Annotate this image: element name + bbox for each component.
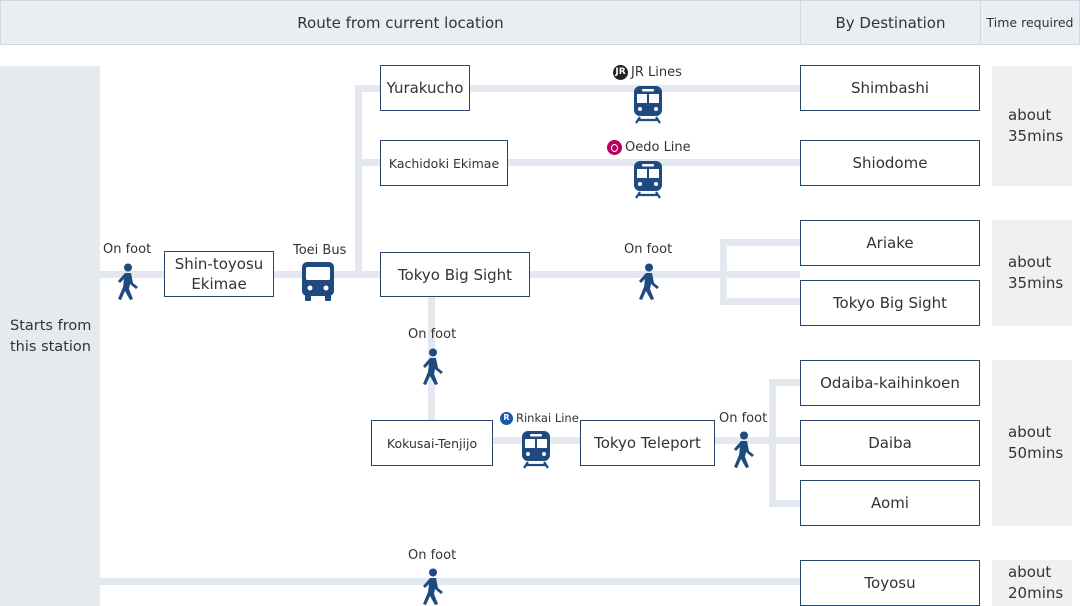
destination-toyosu: Toyosu [800, 560, 980, 606]
time-group-3: about 50mins [992, 360, 1072, 526]
station-name: Kokusai-Tenjijo [386, 435, 478, 451]
destination-daiba: Daiba [800, 420, 980, 466]
mode-label-text: JR Lines [631, 65, 682, 80]
route-line-branch-vertical [355, 85, 362, 278]
header-destination-label: By Destination [835, 13, 946, 32]
destination-tokyo-big-sight: Tokyo Big Sight [800, 280, 980, 326]
mode-label-on-foot: On foot [408, 548, 457, 563]
destination-name: Odaiba-kaihinkoen [820, 374, 960, 392]
train-icon [634, 161, 662, 199]
station-yurakucho: Yurakucho [380, 65, 470, 111]
station-name: Yurakucho [386, 79, 464, 97]
time-group-4: about 20mins [992, 560, 1072, 606]
destination-shimbashi: Shimbashi [800, 65, 980, 111]
time-about: about [1008, 106, 1052, 124]
time-value: 50mins [1008, 444, 1064, 462]
mode-label-jr-lines: JR JR Lines [613, 65, 682, 80]
mode-label-on-foot: On foot [408, 327, 457, 342]
jr-logo-icon: JR [613, 65, 628, 80]
station-kachidoki-ekimae: Kachidoki Ekimae [380, 140, 508, 186]
destination-name: Shimbashi [850, 79, 929, 97]
station-name-line2: Ekimae [191, 275, 247, 293]
walking-person-icon [114, 263, 140, 301]
walking-person-icon [730, 431, 756, 469]
time-about: about [1008, 423, 1052, 441]
bus-icon [302, 262, 334, 302]
route-line-to-bigsight [720, 298, 800, 305]
route-line-to-aomi [769, 500, 800, 507]
destination-name: Toyosu [864, 574, 916, 592]
destination-odaiba-kaihinkoen: Odaiba-kaihinkoen [800, 360, 980, 406]
start-label-line1: Starts from [10, 318, 92, 334]
route-line-teleport-fork [769, 379, 776, 507]
station-name: Kachidoki Ekimae [388, 155, 500, 171]
mode-label-on-foot: On foot [103, 242, 152, 257]
route-line-to-odaiba [769, 379, 800, 386]
destination-name: Ariake [866, 234, 914, 252]
destination-name: Daiba [868, 434, 912, 452]
mode-label-oedo-line: Oedo Line [607, 140, 691, 155]
destination-name: Aomi [871, 494, 909, 512]
route-line-jr [355, 85, 800, 92]
destination-name: Shiodome [852, 154, 928, 172]
route-line-oedo [355, 159, 800, 166]
destination-aomi: Aomi [800, 480, 980, 526]
time-value: 35mins [1008, 127, 1064, 145]
route-line-to-ariake [720, 239, 800, 246]
time-about: about [1008, 563, 1052, 581]
mode-label-text: Oedo Line [625, 140, 691, 155]
time-group-1: about 35mins [992, 66, 1072, 186]
header-destination: By Destination [800, 0, 981, 45]
station-tokyo-big-sight: Tokyo Big Sight [380, 252, 530, 297]
start-label: Starts from this station [10, 316, 91, 358]
mode-label-on-foot: On foot [719, 411, 768, 426]
time-group-2: about 35mins [992, 220, 1072, 326]
station-name-line1: Shin-toyosu [174, 255, 264, 273]
start-label-line2: this station [10, 339, 91, 355]
walking-person-icon [635, 263, 661, 301]
header-route-label: Route from current location [297, 13, 504, 32]
station-kokusai-tenjijo: Kokusai-Tenjijo [371, 420, 493, 466]
walking-person-icon [419, 568, 445, 606]
oedo-line-logo-icon [607, 140, 622, 155]
mode-label-toei-bus: Toei Bus [293, 243, 347, 258]
header-time-required: Time required [980, 0, 1080, 45]
route-line-toyosu [100, 578, 800, 585]
mode-label-text: Rinkai Line [516, 411, 579, 425]
destination-name: Tokyo Big Sight [832, 294, 948, 312]
destination-shiodome: Shiodome [800, 140, 980, 186]
rinkai-line-logo-icon: R [500, 411, 513, 425]
header-time-label: Time required [986, 15, 1074, 30]
station-tokyo-teleport: Tokyo Teleport [580, 420, 715, 466]
station-name: Tokyo Teleport [594, 434, 701, 452]
mode-label-on-foot: On foot [624, 242, 673, 257]
train-icon [634, 86, 662, 124]
start-column [0, 66, 100, 606]
header-route: Route from current location [0, 0, 801, 45]
walking-person-icon [419, 348, 445, 386]
route-line-bigsight-fork [720, 239, 727, 305]
train-icon [522, 431, 550, 469]
mode-label-rinkai-line: R Rinkai Line [500, 411, 579, 425]
destination-ariake: Ariake [800, 220, 980, 266]
station-name: Tokyo Big Sight [397, 265, 513, 284]
time-value: 35mins [1008, 274, 1064, 292]
time-about: about [1008, 253, 1052, 271]
time-value: 20mins [1008, 584, 1064, 602]
